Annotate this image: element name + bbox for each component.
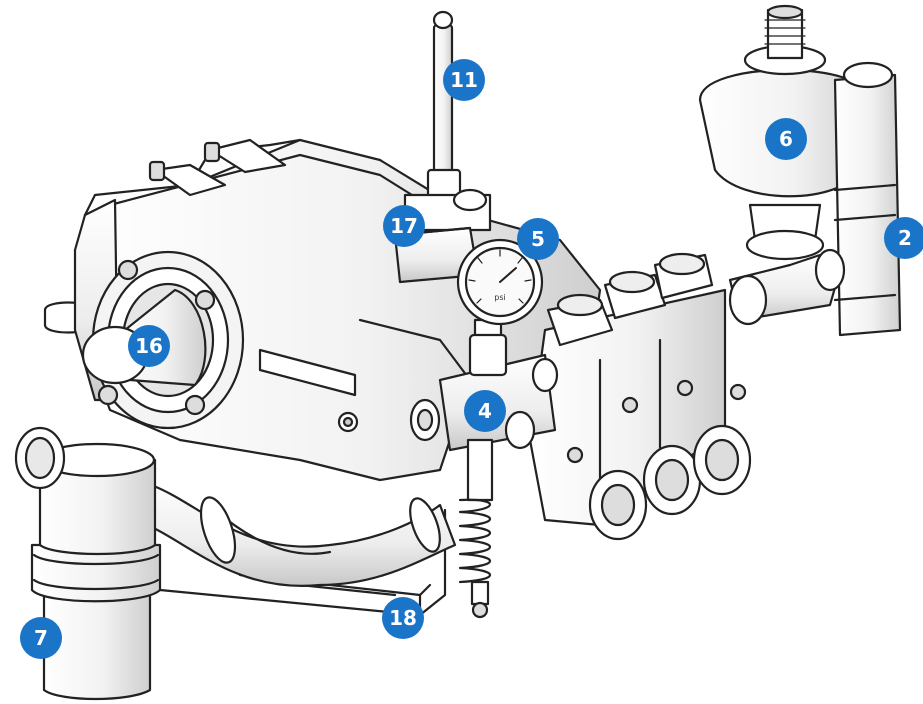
outlet-check-valve xyxy=(728,61,902,337)
callout-badge-17: 17 xyxy=(383,205,425,247)
gauge-scale-label: psi xyxy=(494,293,505,302)
callout-badge-5: 5 xyxy=(517,218,559,260)
pump-manifold xyxy=(528,252,752,541)
intake-hose xyxy=(108,468,457,588)
callout-badge-7: 7 xyxy=(20,617,62,659)
callout-label-4: 4 xyxy=(478,399,492,423)
callout-label-5: 5 xyxy=(531,227,545,251)
callout-label-18: 18 xyxy=(389,606,417,630)
callout-badge-16: 16 xyxy=(128,325,170,367)
regulator-spring xyxy=(458,438,494,619)
valve-caps-top xyxy=(546,252,714,347)
callout-label-17: 17 xyxy=(390,214,418,238)
callout-label-2: 2 xyxy=(898,226,912,250)
callout-label-7: 7 xyxy=(34,626,48,650)
oil-sight-glass xyxy=(403,10,492,232)
callout-badge-6: 6 xyxy=(765,118,807,160)
callout-label-16: 16 xyxy=(135,334,163,358)
callout-badge-2: 2 xyxy=(884,217,923,259)
valve-ports-bottom xyxy=(588,424,752,541)
callout-badge-4: 4 xyxy=(464,390,506,432)
callout-label-11: 11 xyxy=(450,68,478,92)
callout-badge-11: 11 xyxy=(443,59,485,101)
callout-badge-18: 18 xyxy=(382,597,424,639)
callout-label-6: 6 xyxy=(779,127,793,151)
inlet-filter xyxy=(14,426,162,701)
